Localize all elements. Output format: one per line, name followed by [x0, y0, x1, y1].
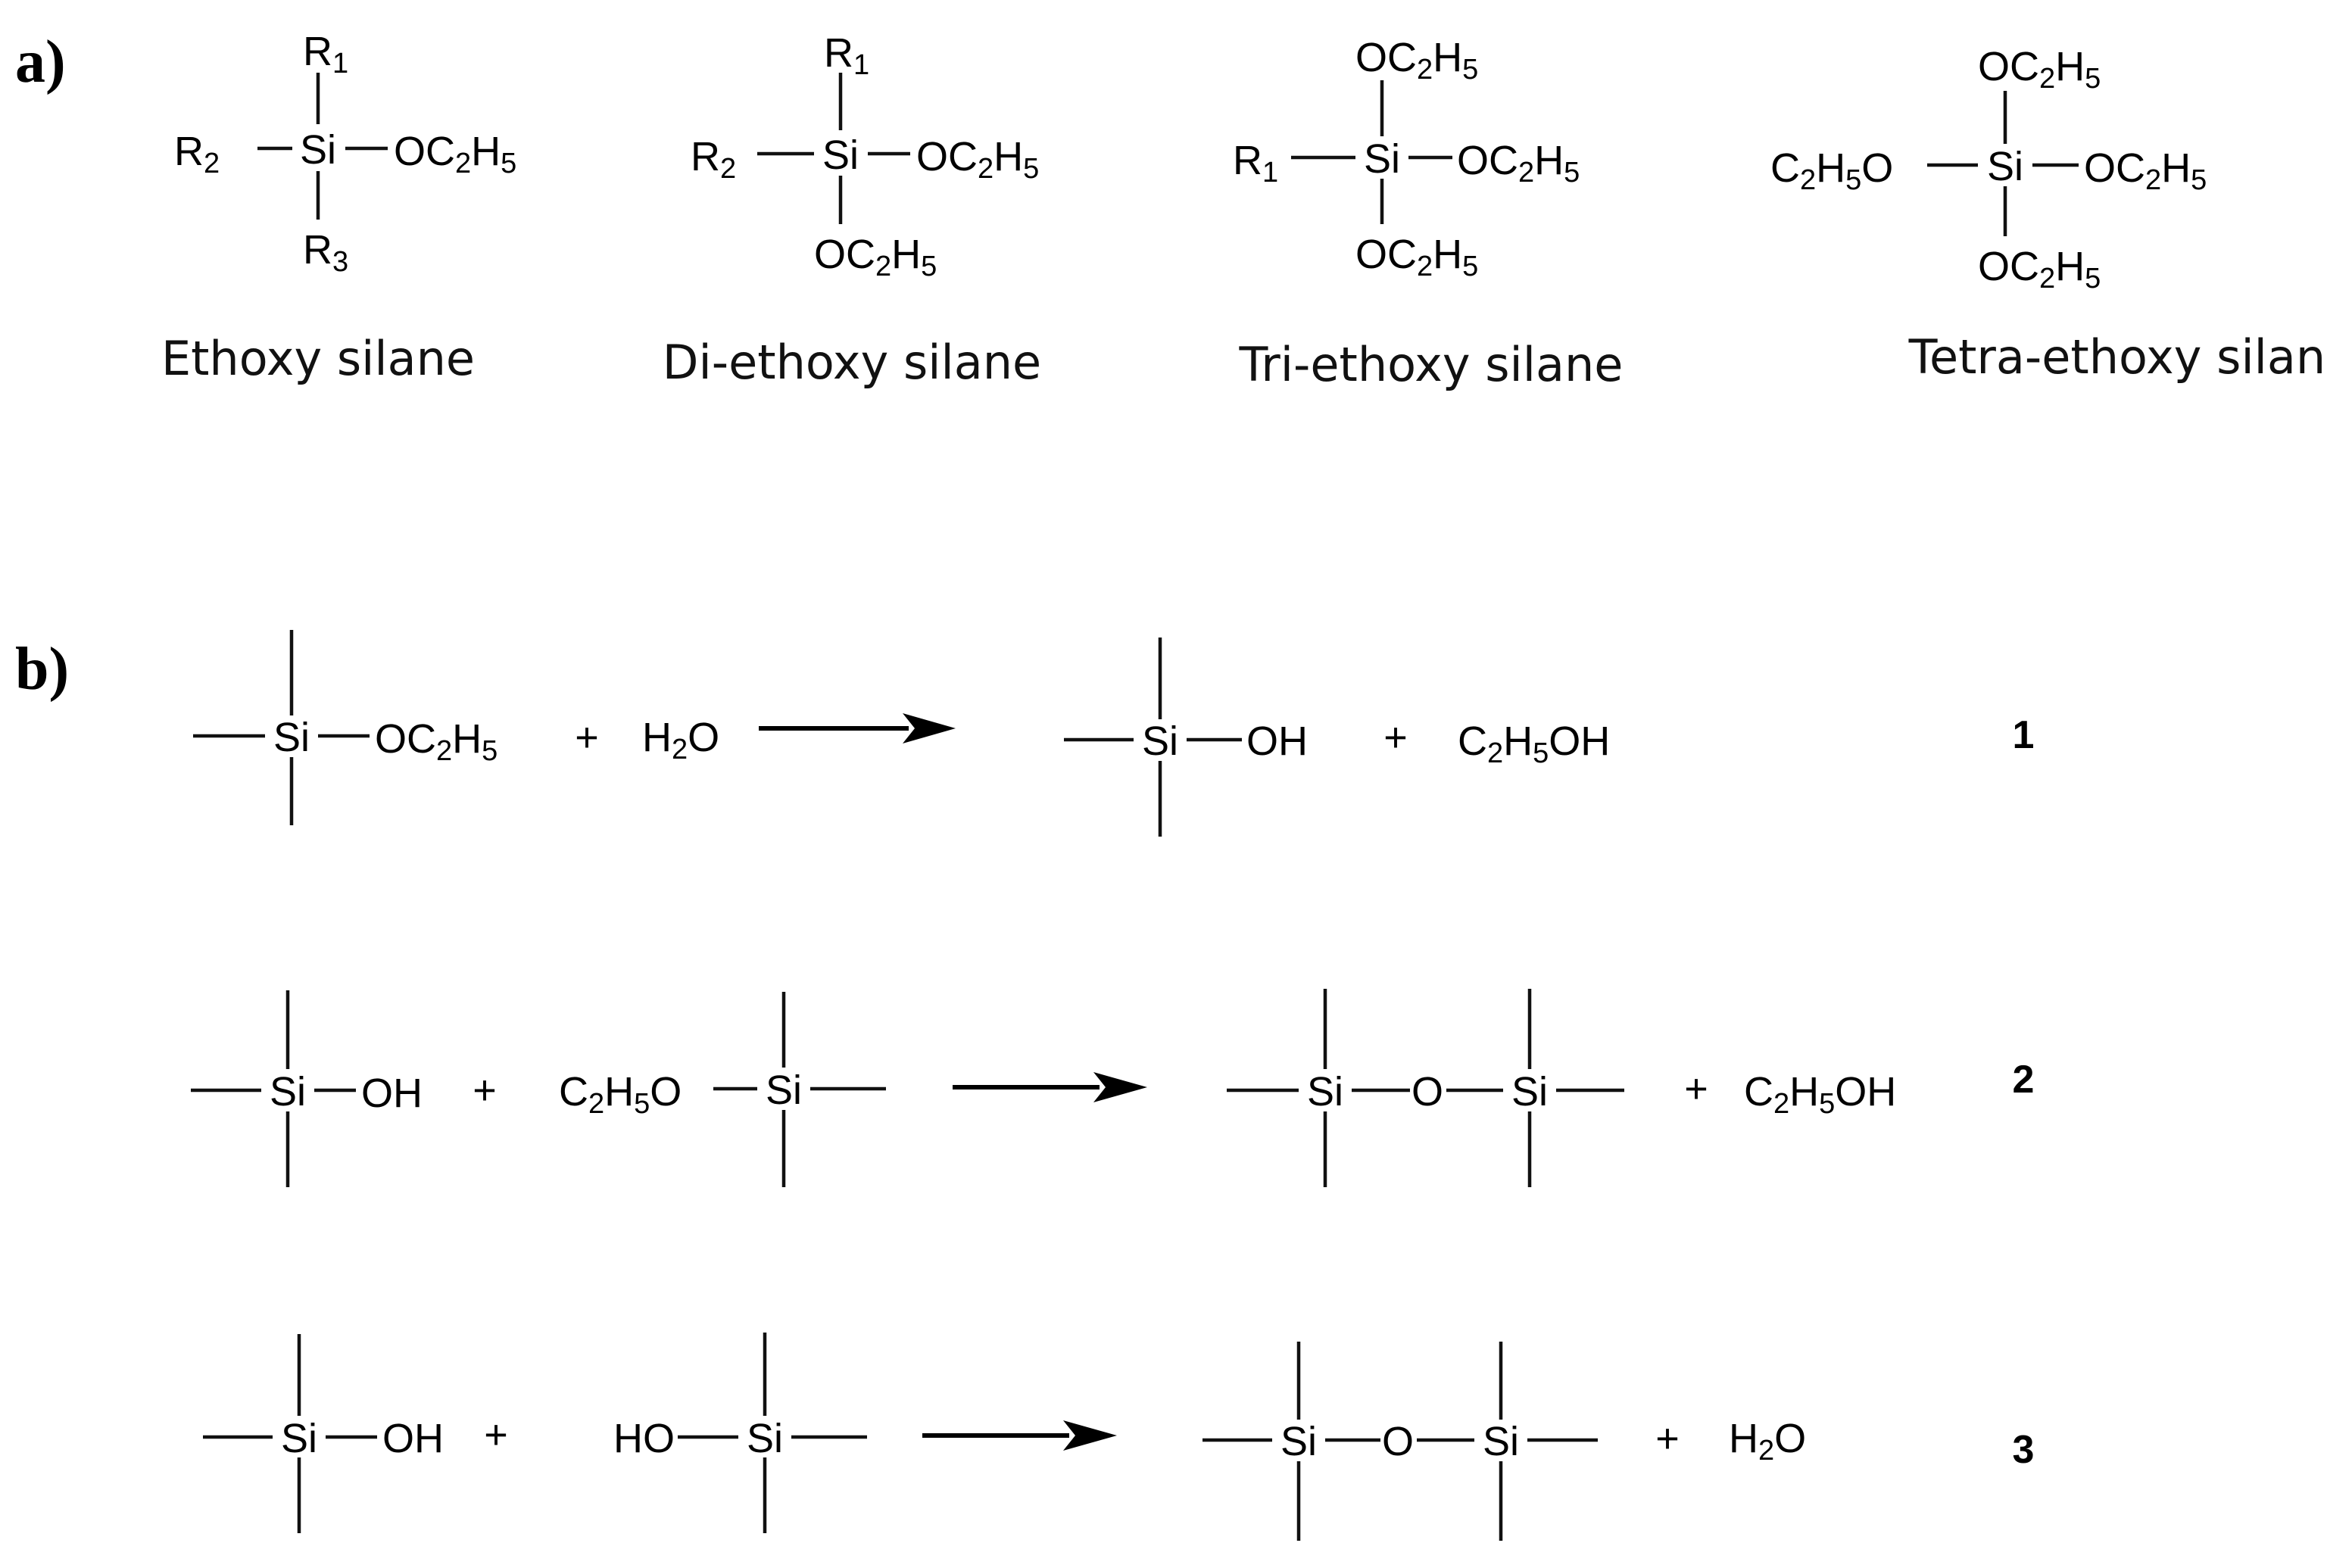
reaction-arrow [953, 1072, 1147, 1102]
plus-sign: + [1684, 1066, 1708, 1111]
reaction-2-alcohol-condensation: Si OH + C2H5O Si Si O Si + C2H5OH 2 [191, 989, 2034, 1187]
silicon-atom: Si [1483, 1419, 1519, 1464]
caption-di-ethoxy-silane: Di-ethoxy silane [663, 335, 1041, 390]
siloxane-bridge-oxygen: O [1382, 1419, 1414, 1464]
plus-sign: + [1655, 1416, 1680, 1461]
silicon-atom: Si [270, 1069, 306, 1114]
caption-ethoxy-silane: Ethoxy silane [161, 331, 475, 386]
silicon-atom: Si [747, 1416, 783, 1461]
silicon-atom: Si [273, 715, 310, 760]
substituent-top: R1 [303, 29, 348, 79]
water-byproduct: H2O [1729, 1416, 1806, 1467]
silicon-atom: Si [766, 1068, 802, 1113]
substituent-left: R1 [1233, 138, 1278, 189]
substituent-right: OC2H5 [394, 129, 516, 179]
ethoxy-group: OC2H5 [375, 716, 498, 767]
structure-di-ethoxy-silane: Si R1 R2 OC2H5 OC2H5 Di-ethoxy silane [663, 30, 1041, 390]
silicon-atom: Si [1987, 144, 2023, 189]
ethoxy-group: C2H5O [559, 1069, 682, 1120]
reaction-3-water-condensation: Si OH + HO Si Si O Si + H2O 3 [203, 1333, 2034, 1541]
structure-ethoxy-silane: Si R1 R2 OC2H5 R3 Ethoxy silane [161, 29, 516, 386]
silicon-atom: Si [1307, 1069, 1343, 1114]
substituent-left: R2 [691, 134, 736, 185]
substituent-top: OC2H5 [1978, 44, 2101, 95]
substituent-right: OC2H5 [2084, 145, 2207, 196]
silicon-atom: Si [1280, 1419, 1317, 1464]
substituent-left: R2 [174, 129, 220, 179]
ethanol-byproduct: C2H5OH [1458, 719, 1610, 769]
panel-label-a: a) [15, 29, 66, 95]
hydroxyl-group: OH [382, 1416, 444, 1461]
siloxane-bridge-oxygen: O [1411, 1069, 1443, 1114]
reaction-arrow [922, 1420, 1117, 1451]
substituent-left: C2H5O [1770, 145, 1893, 196]
plus-sign: + [473, 1068, 497, 1113]
hydroxyl-group-left: HO [613, 1416, 675, 1461]
reaction-number: 3 [2013, 1428, 2035, 1472]
reaction-arrow [759, 713, 956, 743]
substituent-bottom: OC2H5 [1978, 244, 2101, 295]
reaction-1-hydrolysis: Si OC2H5 + H2O Si OH + C2H5OH 1 [193, 630, 2034, 837]
substituent-right: OC2H5 [916, 134, 1039, 185]
plus-sign: + [575, 715, 599, 760]
silicon-atom: Si [300, 127, 336, 173]
plus-sign: + [484, 1412, 508, 1457]
silicon-atom: Si [1364, 136, 1400, 182]
silicon-atom: Si [822, 132, 859, 178]
water-reagent: H2O [642, 715, 719, 765]
substituent-bottom: R3 [303, 227, 348, 278]
substituent-top: R1 [824, 30, 869, 81]
reaction-number: 2 [2013, 1058, 2035, 1102]
silicon-atom: Si [1142, 719, 1178, 764]
substituent-bottom: OC2H5 [814, 232, 937, 282]
ethanol-byproduct: C2H5OH [1744, 1069, 1896, 1120]
plus-sign: + [1383, 715, 1408, 760]
reaction-number: 1 [2013, 713, 2035, 757]
silicon-atom: Si [281, 1416, 317, 1461]
panel-label-b: b) [15, 636, 69, 703]
caption-tri-ethoxy-silane: Tri-ethoxy silane [1239, 337, 1624, 392]
substituent-right: OC2H5 [1457, 138, 1580, 189]
structure-tetra-ethoxy-silane: Si OC2H5 C2H5O OC2H5 OC2H5 Tetra-ethoxy … [1770, 44, 2327, 385]
substituent-top: OC2H5 [1355, 35, 1478, 86]
hydroxyl-group: OH [361, 1071, 423, 1116]
structure-tri-ethoxy-silane: Si OC2H5 R1 OC2H5 OC2H5 Tri-ethoxy silan… [1233, 35, 1623, 392]
substituent-bottom: OC2H5 [1355, 232, 1478, 282]
silicon-atom: Si [1511, 1069, 1548, 1114]
caption-tetra-ethoxy-silane: Tetra-ethoxy silane [1908, 329, 2327, 385]
hydroxyl-group: OH [1246, 719, 1308, 764]
